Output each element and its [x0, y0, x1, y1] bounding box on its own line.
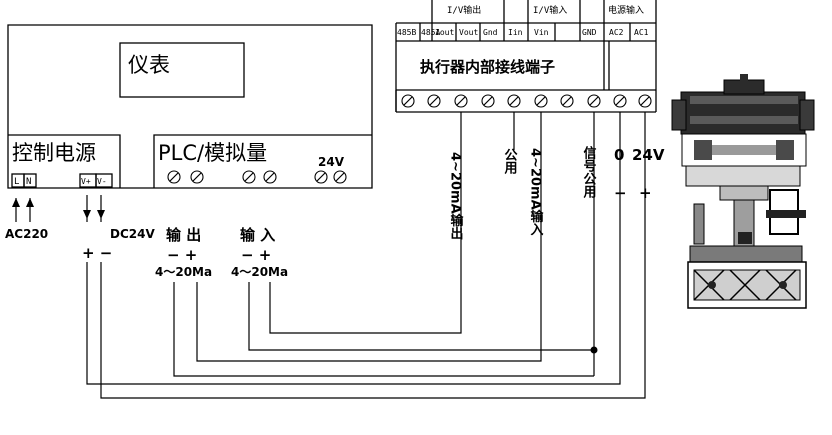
instrument-box: 仪表 控制电源 L N V+ V- PLC/模拟量 24V: [7, 24, 373, 189]
term-GND: GND: [582, 28, 597, 37]
term-Gnd: Gnd: [483, 28, 498, 37]
terminal-N: N: [26, 177, 31, 187]
terminal-block-title: 执行器内部接线端子: [420, 58, 555, 76]
terminal-V-plus: V+: [81, 177, 91, 186]
screw-terminal: [534, 94, 548, 108]
ac220-label: AC220: [5, 227, 48, 241]
ac220-arrows: [12, 198, 34, 222]
actuator-screw-terminals: [401, 94, 652, 108]
screw-terminal: [638, 94, 652, 108]
terminal-V-minus: V-: [97, 177, 107, 186]
power-0-label: 0: [614, 146, 624, 164]
plc-screw-terminals: [167, 170, 347, 184]
screw-terminal: [242, 170, 256, 184]
plc-label: PLC/模拟量: [158, 141, 267, 165]
plc-output-range: 4～20Ma: [155, 265, 212, 279]
group-power-input: 电源输入: [608, 4, 644, 16]
dc24v-arrows: [83, 195, 105, 222]
screw-terminal: [560, 94, 574, 108]
plc-input-range: 4～20Ma: [231, 265, 288, 279]
group-iv-input: I/V输入: [533, 4, 567, 16]
screw-terminal: [167, 170, 181, 184]
wire-label-common: 公用: [502, 148, 519, 175]
group-iv-output: I/V输出: [447, 4, 481, 16]
screw-terminal: [333, 170, 347, 184]
plc-input-polarity: − +: [241, 246, 271, 264]
control-power-frame: [8, 134, 121, 188]
wire-label-4-20ma-input: 4~20mA输入: [528, 148, 544, 236]
screw-terminal: [613, 94, 627, 108]
plc-input-label: 输 入: [240, 226, 275, 244]
plc-output-label: 输 出: [166, 226, 201, 244]
screw-terminal: [587, 94, 601, 108]
screw-terminal: [507, 94, 521, 108]
term-Vout: Vout: [459, 28, 478, 37]
term-Vin: Vin: [534, 28, 549, 37]
control-power-terminals: L N V+ V-: [11, 173, 113, 188]
instrument-title: 仪表: [128, 53, 170, 77]
control-power-label: 控制电源: [12, 141, 96, 165]
screw-terminal: [481, 94, 495, 108]
screw-terminal: [427, 94, 441, 108]
plc-24v-label: 24V: [318, 155, 345, 169]
screw-terminal: [401, 94, 415, 108]
actuator-image: [671, 74, 815, 309]
wire-label-signal-common: 信号公用: [581, 145, 598, 199]
junction-dot: [590, 346, 598, 354]
screw-terminal: [263, 170, 277, 184]
instrument-display: [119, 42, 245, 98]
wires: [86, 112, 646, 399]
wire-label-4-20ma-output: 4~20mA输出: [448, 152, 464, 241]
plc-frame: [153, 134, 372, 188]
term-AC1: AC1: [634, 28, 649, 37]
terminal-L: L: [14, 177, 19, 187]
screw-terminal: [454, 94, 468, 108]
power-24v-label: 24V: [632, 146, 665, 164]
screw-terminal: [314, 170, 328, 184]
plc-output-polarity: − +: [167, 246, 197, 264]
term-485A: 485A: [421, 28, 440, 37]
actuator-terminal-block: I/V输出 I/V输入 电源输入 485B 485A Iout Vout Gnd…: [395, 0, 657, 113]
dc-polarity: + −: [82, 244, 112, 262]
screw-terminal: [190, 170, 204, 184]
term-Iout: Iout: [435, 28, 454, 37]
term-Iin: Iin: [508, 28, 523, 37]
dc24v-label: DC24V: [110, 227, 155, 241]
term-AC2: AC2: [609, 28, 624, 37]
term-485B: 485B: [397, 28, 416, 37]
